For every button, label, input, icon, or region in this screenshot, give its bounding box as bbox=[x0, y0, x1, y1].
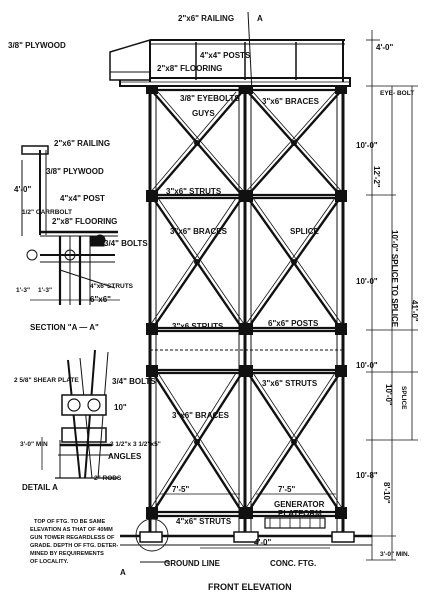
note-line: GRADE. DEPTH OF FTG. DETER- bbox=[30, 543, 118, 549]
sec-dim-1-3: 1'-3" bbox=[16, 287, 30, 294]
title-front-elevation: FRONT ELEVATION bbox=[208, 582, 292, 592]
dim-10-0-d: 10'-0" bbox=[384, 384, 393, 406]
label-dim-4-0-bottom: 4'-0" bbox=[254, 538, 271, 547]
det-angles-1: 3 1/2"x 3 1/2"x5" bbox=[110, 441, 161, 448]
dim-3-0-min: 3'-0" MIN. bbox=[380, 551, 410, 558]
note-line: ELEVATION AS THAT OF 40MM bbox=[30, 527, 113, 533]
dim-4-0: 4'-0" bbox=[376, 43, 393, 52]
sec-carrbolt: 1/2" CARRBOLT bbox=[22, 209, 72, 216]
label-conc-ftg: CONC. FTG. bbox=[270, 559, 316, 568]
label-generator: GENERATOR bbox=[274, 500, 325, 509]
label-eyebolts: 3/8" EYEBOLTS bbox=[180, 94, 240, 103]
sec-flooring: 2"x8" FLOORING bbox=[52, 217, 117, 226]
label-platform: PLATFORM bbox=[278, 509, 322, 518]
detail-a-drawing bbox=[41, 349, 118, 479]
sec-post: 4"x4" POST bbox=[60, 194, 105, 203]
sec-dim-4-0: 4'-0" bbox=[14, 185, 31, 194]
label-struts-1: 3"x6" STRUTS bbox=[166, 187, 222, 196]
sec-dim-1-3-2: 1'-3" bbox=[38, 287, 52, 294]
label-struts-3: 3"x6" STRUTS bbox=[262, 379, 318, 388]
platform bbox=[109, 38, 351, 87]
dim-12-2: 12'-2" bbox=[372, 166, 381, 188]
label-section-mark: A bbox=[257, 14, 263, 23]
note-line: TOP OF FTG. TO BE SAME bbox=[34, 519, 105, 525]
sec-title: SECTION "A — A" bbox=[30, 323, 99, 332]
label-struts-2: 3"x6 STRUTS bbox=[172, 322, 224, 331]
dim-41-0: 41'-0" bbox=[410, 300, 419, 322]
label-dim-7-5-left: 7'-5" bbox=[172, 485, 189, 494]
sec-plywood: 3/8" PLYWOOD bbox=[46, 167, 104, 176]
label-braces-3: 3"x6" BRACES bbox=[172, 411, 230, 420]
label-railing: 2"x6" RAILING bbox=[178, 14, 234, 23]
dim-8-10: 8'-10" bbox=[382, 482, 391, 504]
section-aa-drawing bbox=[21, 145, 120, 305]
dim-10-0-c: 10'-0" bbox=[356, 361, 378, 370]
sec-bolts: 3/4" BOLTS bbox=[104, 239, 148, 248]
note-line: OF LOCALITY. bbox=[30, 559, 69, 565]
det-d-10: 10" bbox=[114, 403, 127, 412]
det-d-3-0-min: 3'-0" MIN bbox=[20, 441, 48, 448]
note-line: GUN TOWER REGARDLESS OF bbox=[30, 535, 115, 541]
sec-post-6x6: 6"x6" bbox=[90, 295, 111, 304]
main-posts bbox=[148, 86, 345, 532]
footing-note: TOP OF FTG. TO BE SAME ELEVATION AS THAT… bbox=[30, 519, 118, 565]
label-flooring: 2"x8" FLOORING bbox=[157, 64, 222, 73]
label-plywood: 3/8" PLYWOOD bbox=[8, 41, 66, 50]
dim-splice-label: SPLICE bbox=[400, 386, 407, 410]
det-bolts: 3/4" BOLTS bbox=[112, 377, 156, 386]
label-ground-line: GROUND LINE bbox=[164, 559, 221, 568]
dimension-lines bbox=[160, 30, 418, 561]
sec-railing: 2"x6" RAILING bbox=[54, 139, 110, 148]
dim-10-8: 10'-8" bbox=[356, 471, 378, 480]
det-shear-plate: 2 5/8" SHEAR PLATE bbox=[14, 377, 79, 384]
det-angles-2: ANGLES bbox=[108, 452, 142, 461]
joint-plates bbox=[146, 86, 347, 519]
label-braces-2: 3"x6" BRACES bbox=[170, 227, 228, 236]
label-dim-7-5-right: 7'-5" bbox=[278, 485, 295, 494]
label-guys: GUYS bbox=[192, 109, 215, 118]
label-posts-6x6: 6"x6" POSTS bbox=[268, 319, 319, 328]
note-line: MINED BY REQUIREMENTS bbox=[30, 551, 104, 557]
dim-10-0-a: 10'-0" bbox=[356, 141, 378, 150]
footing bbox=[120, 517, 372, 552]
section-cut-line bbox=[140, 11, 253, 563]
label-splice: SPLICE bbox=[290, 227, 320, 236]
det-title: DETAIL A bbox=[22, 483, 58, 492]
label-section-mark-bottom: A bbox=[120, 568, 126, 577]
label-posts: 4"x4" POSTS bbox=[200, 51, 251, 60]
label-struts-4: 4"x6" STRUTS bbox=[176, 517, 232, 526]
det-rods: 2" RODS bbox=[94, 475, 122, 482]
dim-splice-to-splice: 10'-0" SPLICE TO SPLICE bbox=[390, 230, 399, 328]
dim-eye-bolt: EYE- BOLT bbox=[380, 90, 414, 97]
dim-10-0-b: 10'-0" bbox=[356, 277, 378, 286]
sec-struts: 4"x6"STRUTS bbox=[90, 283, 134, 290]
label-braces-top: 3"x6" BRACES bbox=[262, 97, 320, 106]
tower-structure bbox=[109, 11, 418, 563]
